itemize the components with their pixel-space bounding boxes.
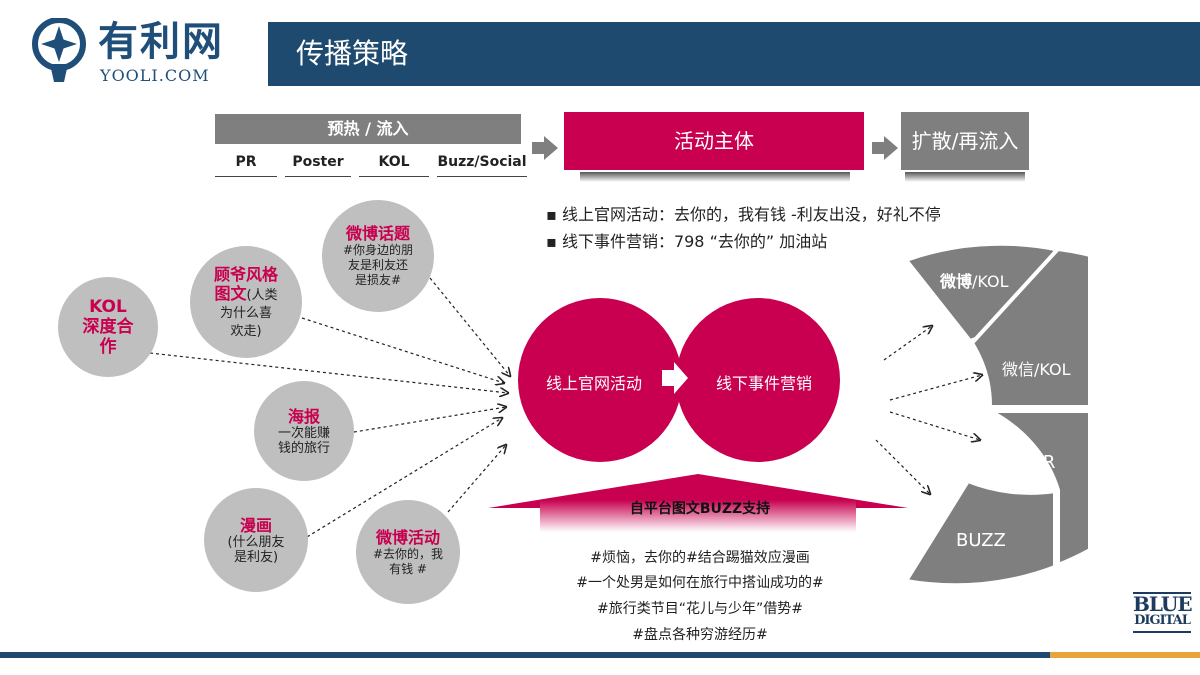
segment-weibo-bold: 微博	[940, 272, 973, 291]
channel-weibo-topic: 微博话题 #你身边的朋 友是利友还 是损友#	[322, 200, 434, 312]
channel-weibo-event: 微博活动 #去你的，我 有钱 #	[356, 500, 460, 604]
channel-comic-style-content: 顾爷风格 图文(人类 为什么喜 欢走)	[214, 265, 278, 339]
phase1-channel-poster: Poster	[285, 150, 351, 177]
phase-diffusion: 扩散/再流入	[901, 112, 1029, 170]
buzz-tag: #烦恼，去你的#结合踢猫效应漫画	[590, 550, 810, 566]
channel-poster-body: 一次能赚 钱的旅行	[277, 425, 330, 456]
channel-kol-title: KOL 深度合 作	[83, 297, 134, 357]
phase-preheat: 预热 / 流入	[215, 114, 521, 144]
phase1-channel-pr: PR	[215, 150, 277, 177]
phase-diffusion-shadow	[905, 172, 1025, 182]
phase1-channel-buzz-social: Buzz/Social	[437, 150, 527, 177]
segment-weibo-kol: 微博/KOL	[940, 268, 1009, 292]
bullet-offline: ▪ 线下事件营销：798 “去你的” 加油站	[546, 232, 828, 251]
buzz-tag: #旅行类节目“花儿与少年”借势#	[597, 601, 803, 617]
channel-kol-title-text: KOL 深度合 作	[82, 297, 134, 357]
blue-digital-line2: DIGITAL	[1134, 613, 1191, 628]
channel-comic-body: (什么朋友 是利友)	[227, 534, 285, 565]
channel-weibo-event-body: #去你的，我 有钱 #	[372, 546, 444, 576]
page-title: 传播策略	[296, 37, 409, 70]
buzz-tag: #一个处男是如何在旅行中搭讪成功的#	[576, 575, 824, 591]
yooli-logo-icon	[32, 18, 86, 82]
channel-poster-title: 海报	[287, 406, 320, 426]
flow-arrow-icon	[532, 136, 558, 160]
core-online-activity: 线上官网活动	[545, 374, 642, 393]
logo-wordmark-cn: 有利网	[98, 19, 224, 65]
title-bar	[268, 22, 1200, 86]
channel-comic-style: 顾爷风格 图文(人类 为什么喜 欢走)	[190, 246, 302, 358]
segment-pr: PR	[1032, 452, 1056, 473]
channel-weibo-topic-title: 微博话题	[345, 224, 410, 243]
bullet-offline-text: 线下事件营销：798 “去你的” 加油站	[561, 232, 828, 251]
core-offline-event: 线下事件营销	[715, 374, 812, 393]
logo-wordmark-en: YOOLI.COM	[100, 66, 210, 85]
channel-poster: 海报 一次能赚 钱的旅行	[254, 381, 354, 481]
buzz-tag: #盘点各种穷游经历#	[632, 627, 768, 643]
channel-comic-style-title: 顾爷风格 图文	[213, 265, 278, 303]
footer-bar	[0, 652, 1050, 658]
segment-weibo-rest: /KOL	[972, 272, 1009, 291]
core-circles	[518, 298, 840, 462]
footer-accent	[1050, 652, 1200, 658]
phase-main-shadow	[580, 172, 850, 182]
blue-digital-logo: BLUE DIGITAL	[1133, 592, 1193, 646]
segment-wechat-kol: 微信/KOL	[1002, 360, 1071, 379]
bullet-online: ▪ 线上官网活动：去你的，我有钱 -利友出没，好礼不停	[546, 205, 941, 224]
channel-weibo-topic-body: #你身边的朋 友是利友还 是损友#	[342, 243, 414, 287]
channel-comic: 漫画 (什么朋友 是利友)	[204, 488, 308, 592]
flow-arrow-icon	[872, 136, 898, 160]
channel-kol: KOL 深度合 作	[58, 277, 158, 377]
buzz-support-banner	[488, 474, 908, 532]
phase-main-activity: 活动主体	[564, 112, 864, 170]
channel-comic-style-inline: (人类	[246, 288, 278, 303]
blue-digital-line1: BLUE	[1133, 592, 1193, 616]
distribution-arc	[902, 241, 1092, 588]
segment-buzz: BUZZ	[956, 530, 1006, 551]
phase1-channel-kol: KOL	[359, 150, 429, 177]
bullet-online-text: 线上官网活动：去你的，我有钱 -利友出没，好礼不停	[561, 205, 941, 224]
channel-comic-style-body: 为什么喜 欢走)	[219, 306, 272, 339]
buzz-support-label: 自平台图文BUZZ支持	[629, 501, 771, 517]
channel-comic-title: 漫画	[239, 515, 272, 535]
channel-weibo-event-title: 微博活动	[375, 527, 440, 547]
